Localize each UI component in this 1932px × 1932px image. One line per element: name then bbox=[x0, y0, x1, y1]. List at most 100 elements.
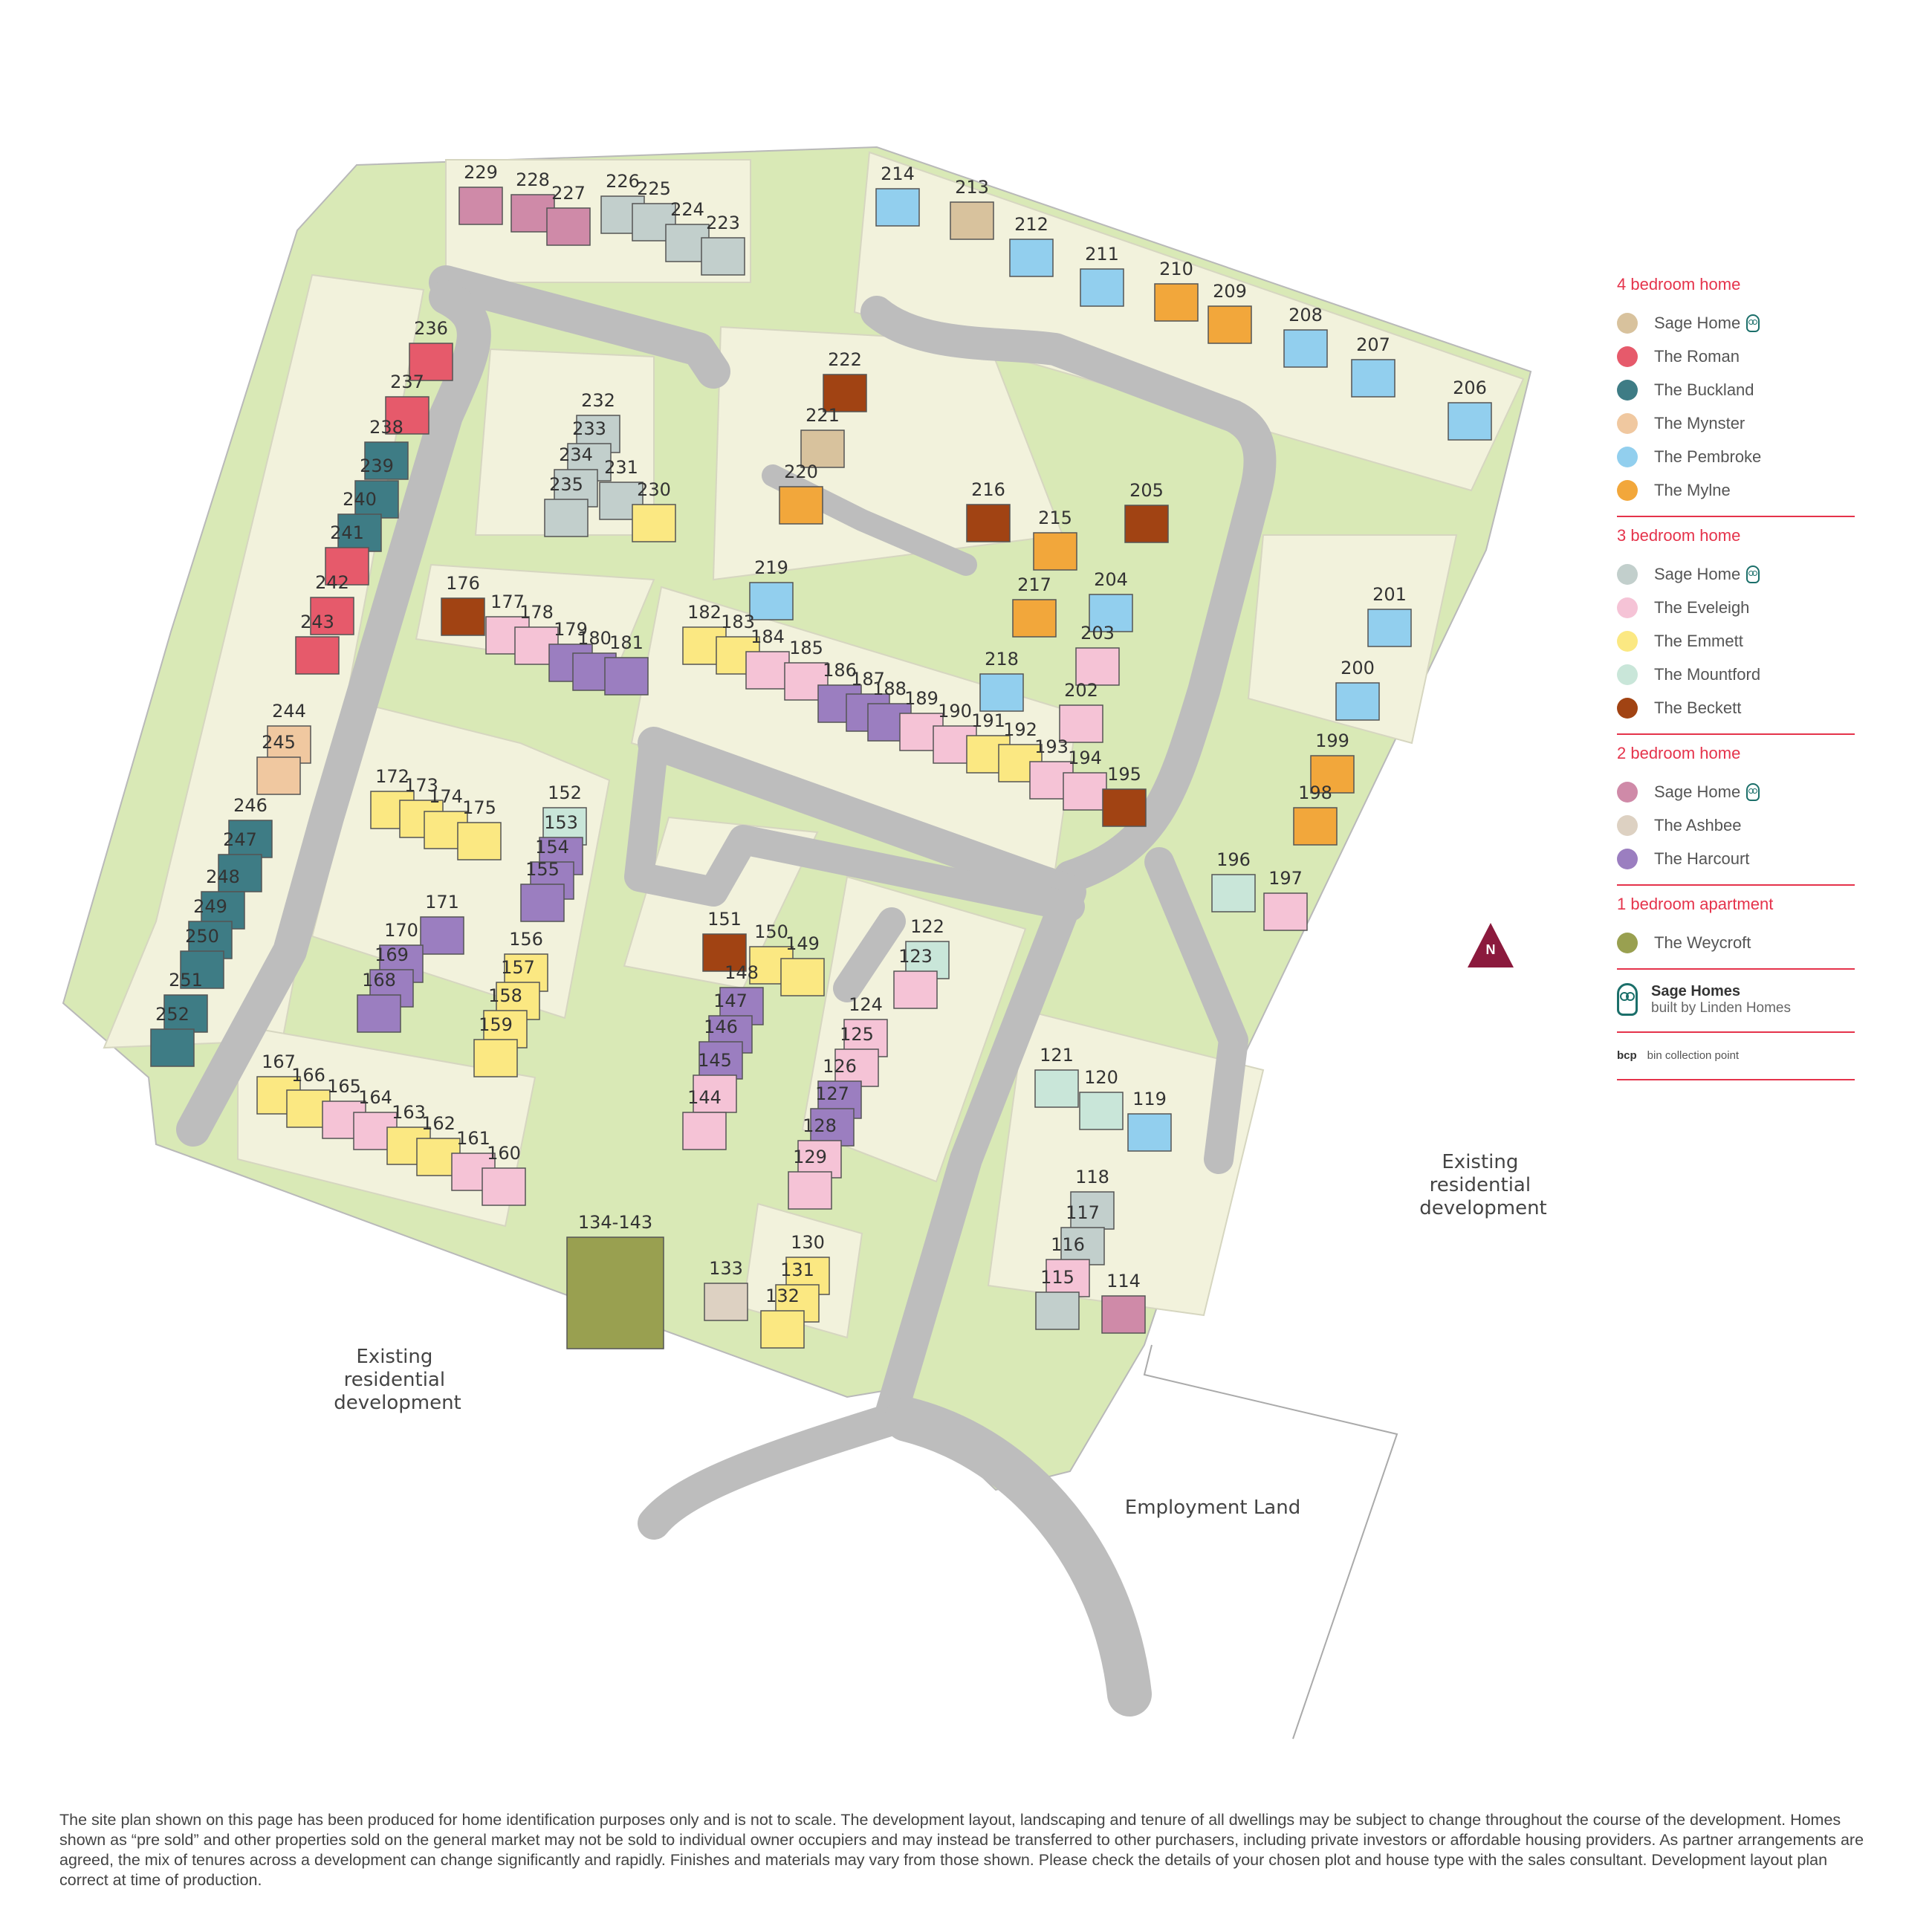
plot-202[interactable]: 202 bbox=[1059, 680, 1103, 743]
plot-243[interactable]: 243 bbox=[295, 612, 340, 675]
plot-204[interactable]: 204 bbox=[1089, 569, 1133, 632]
plot-number: 118 bbox=[1075, 1167, 1109, 1187]
plot-206[interactable]: 206 bbox=[1448, 377, 1492, 441]
plot-132[interactable]: 132 bbox=[760, 1286, 805, 1349]
plot-163[interactable]: 163 bbox=[386, 1102, 431, 1165]
plot-212[interactable]: 212 bbox=[1009, 214, 1054, 277]
legend-label: The Buckland bbox=[1654, 380, 1754, 399]
plot-133[interactable]: 133 bbox=[704, 1258, 748, 1321]
plot-160[interactable]: 160 bbox=[482, 1143, 526, 1206]
plot-195[interactable]: 195 bbox=[1102, 764, 1147, 827]
plot-225[interactable]: 225 bbox=[632, 178, 676, 242]
plot-239[interactable]: 239 bbox=[354, 456, 399, 519]
plot-134-143[interactable]: 134-143 bbox=[566, 1212, 664, 1349]
plot-240[interactable]: 240 bbox=[337, 489, 382, 552]
plot-number: 185 bbox=[789, 638, 823, 658]
plot-house bbox=[1335, 682, 1380, 721]
plot-127[interactable]: 127 bbox=[810, 1083, 855, 1147]
plot-151[interactable]: 151 bbox=[702, 909, 747, 972]
plot-120[interactable]: 120 bbox=[1079, 1067, 1124, 1130]
plot-159[interactable]: 159 bbox=[473, 1014, 518, 1077]
employment-land-label: Employment Land bbox=[1125, 1497, 1300, 1519]
legend-divider bbox=[1617, 968, 1855, 970]
plot-236[interactable]: 236 bbox=[409, 318, 453, 381]
plot-129[interactable]: 129 bbox=[788, 1147, 832, 1210]
plot-222[interactable]: 222 bbox=[823, 349, 867, 412]
plot-146[interactable]: 146 bbox=[698, 1017, 743, 1080]
plot-207[interactable]: 207 bbox=[1351, 334, 1395, 398]
plot-122[interactable]: 122 bbox=[905, 916, 950, 979]
plot-118[interactable]: 118 bbox=[1070, 1167, 1115, 1230]
legend-swatch bbox=[1617, 412, 1638, 434]
plot-237[interactable]: 237 bbox=[385, 372, 429, 435]
plot-125[interactable]: 125 bbox=[834, 1024, 879, 1087]
legend-swatch bbox=[1617, 664, 1638, 685]
plot-205[interactable]: 205 bbox=[1124, 480, 1169, 543]
plot-215[interactable]: 215 bbox=[1033, 508, 1077, 571]
plot-221[interactable]: 221 bbox=[800, 405, 845, 468]
plot-197[interactable]: 197 bbox=[1263, 868, 1308, 931]
plot-216[interactable]: 216 bbox=[966, 479, 1011, 542]
plot-218[interactable]: 218 bbox=[979, 649, 1024, 712]
plot-house bbox=[698, 1041, 743, 1080]
plot-208[interactable]: 208 bbox=[1283, 305, 1328, 368]
plot-246[interactable]: 246 bbox=[228, 795, 273, 858]
plot-119[interactable]: 119 bbox=[1127, 1089, 1172, 1152]
plot-201[interactable]: 201 bbox=[1367, 584, 1412, 647]
plot-116[interactable]: 116 bbox=[1046, 1234, 1090, 1297]
plot-184[interactable]: 184 bbox=[745, 626, 790, 690]
plot-196[interactable]: 196 bbox=[1211, 849, 1256, 912]
plot-199[interactable]: 199 bbox=[1310, 730, 1355, 794]
plot-214[interactable]: 214 bbox=[875, 163, 920, 227]
plot-121[interactable]: 121 bbox=[1034, 1045, 1079, 1108]
plot-155[interactable]: 155 bbox=[520, 859, 565, 922]
plot-209[interactable]: 209 bbox=[1208, 281, 1252, 344]
plot-229[interactable]: 229 bbox=[458, 162, 503, 225]
plot-number: 216 bbox=[971, 479, 1005, 500]
plot-219[interactable]: 219 bbox=[749, 557, 794, 620]
plot-241[interactable]: 241 bbox=[325, 522, 369, 586]
plot-164[interactable]: 164 bbox=[353, 1087, 398, 1150]
plot-179[interactable]: 179 bbox=[548, 619, 593, 682]
plot-203[interactable]: 203 bbox=[1075, 623, 1120, 686]
plot-198[interactable]: 198 bbox=[1293, 782, 1338, 846]
plot-211[interactable]: 211 bbox=[1080, 244, 1124, 307]
plot-145[interactable]: 145 bbox=[693, 1050, 737, 1113]
plot-144[interactable]: 144 bbox=[682, 1087, 727, 1150]
plot-176[interactable]: 176 bbox=[441, 573, 485, 636]
plot-238[interactable]: 238 bbox=[364, 417, 409, 480]
plot-223[interactable]: 223 bbox=[701, 213, 745, 276]
plot-250[interactable]: 250 bbox=[180, 926, 224, 989]
plot-194[interactable]: 194 bbox=[1063, 748, 1107, 811]
plot-200[interactable]: 200 bbox=[1335, 658, 1380, 721]
plot-171[interactable]: 171 bbox=[420, 892, 464, 955]
plot-117[interactable]: 117 bbox=[1060, 1202, 1105, 1265]
bcp-abbr: bcp bbox=[1617, 1048, 1637, 1062]
plot-number: 172 bbox=[375, 766, 409, 787]
plot-185[interactable]: 185 bbox=[784, 638, 829, 701]
plot-248[interactable]: 248 bbox=[201, 866, 245, 930]
plot-210[interactable]: 210 bbox=[1154, 259, 1199, 322]
plot-220[interactable]: 220 bbox=[779, 461, 823, 525]
plot-227[interactable]: 227 bbox=[546, 183, 591, 246]
plot-242[interactable]: 242 bbox=[310, 572, 354, 635]
legend-swatch bbox=[1617, 479, 1638, 501]
plot-115[interactable]: 115 bbox=[1035, 1267, 1080, 1330]
plot-154[interactable]: 154 bbox=[530, 837, 574, 900]
plot-217[interactable]: 217 bbox=[1012, 574, 1057, 638]
plot-123[interactable]: 123 bbox=[893, 946, 938, 1009]
plot-245[interactable]: 245 bbox=[256, 732, 301, 795]
plot-149[interactable]: 149 bbox=[780, 933, 825, 996]
plot-181[interactable]: 181 bbox=[604, 632, 649, 696]
plot-188[interactable]: 188 bbox=[867, 678, 912, 742]
plot-175[interactable]: 175 bbox=[457, 797, 502, 860]
plot-114[interactable]: 114 bbox=[1101, 1271, 1146, 1334]
plot-230[interactable]: 230 bbox=[632, 479, 676, 542]
plot-168[interactable]: 168 bbox=[357, 970, 401, 1033]
legend-swatch bbox=[1617, 630, 1638, 652]
plot-235[interactable]: 235 bbox=[544, 474, 589, 537]
plot-252[interactable]: 252 bbox=[150, 1004, 195, 1067]
plot-213[interactable]: 213 bbox=[950, 177, 994, 240]
plot-house bbox=[520, 884, 565, 922]
